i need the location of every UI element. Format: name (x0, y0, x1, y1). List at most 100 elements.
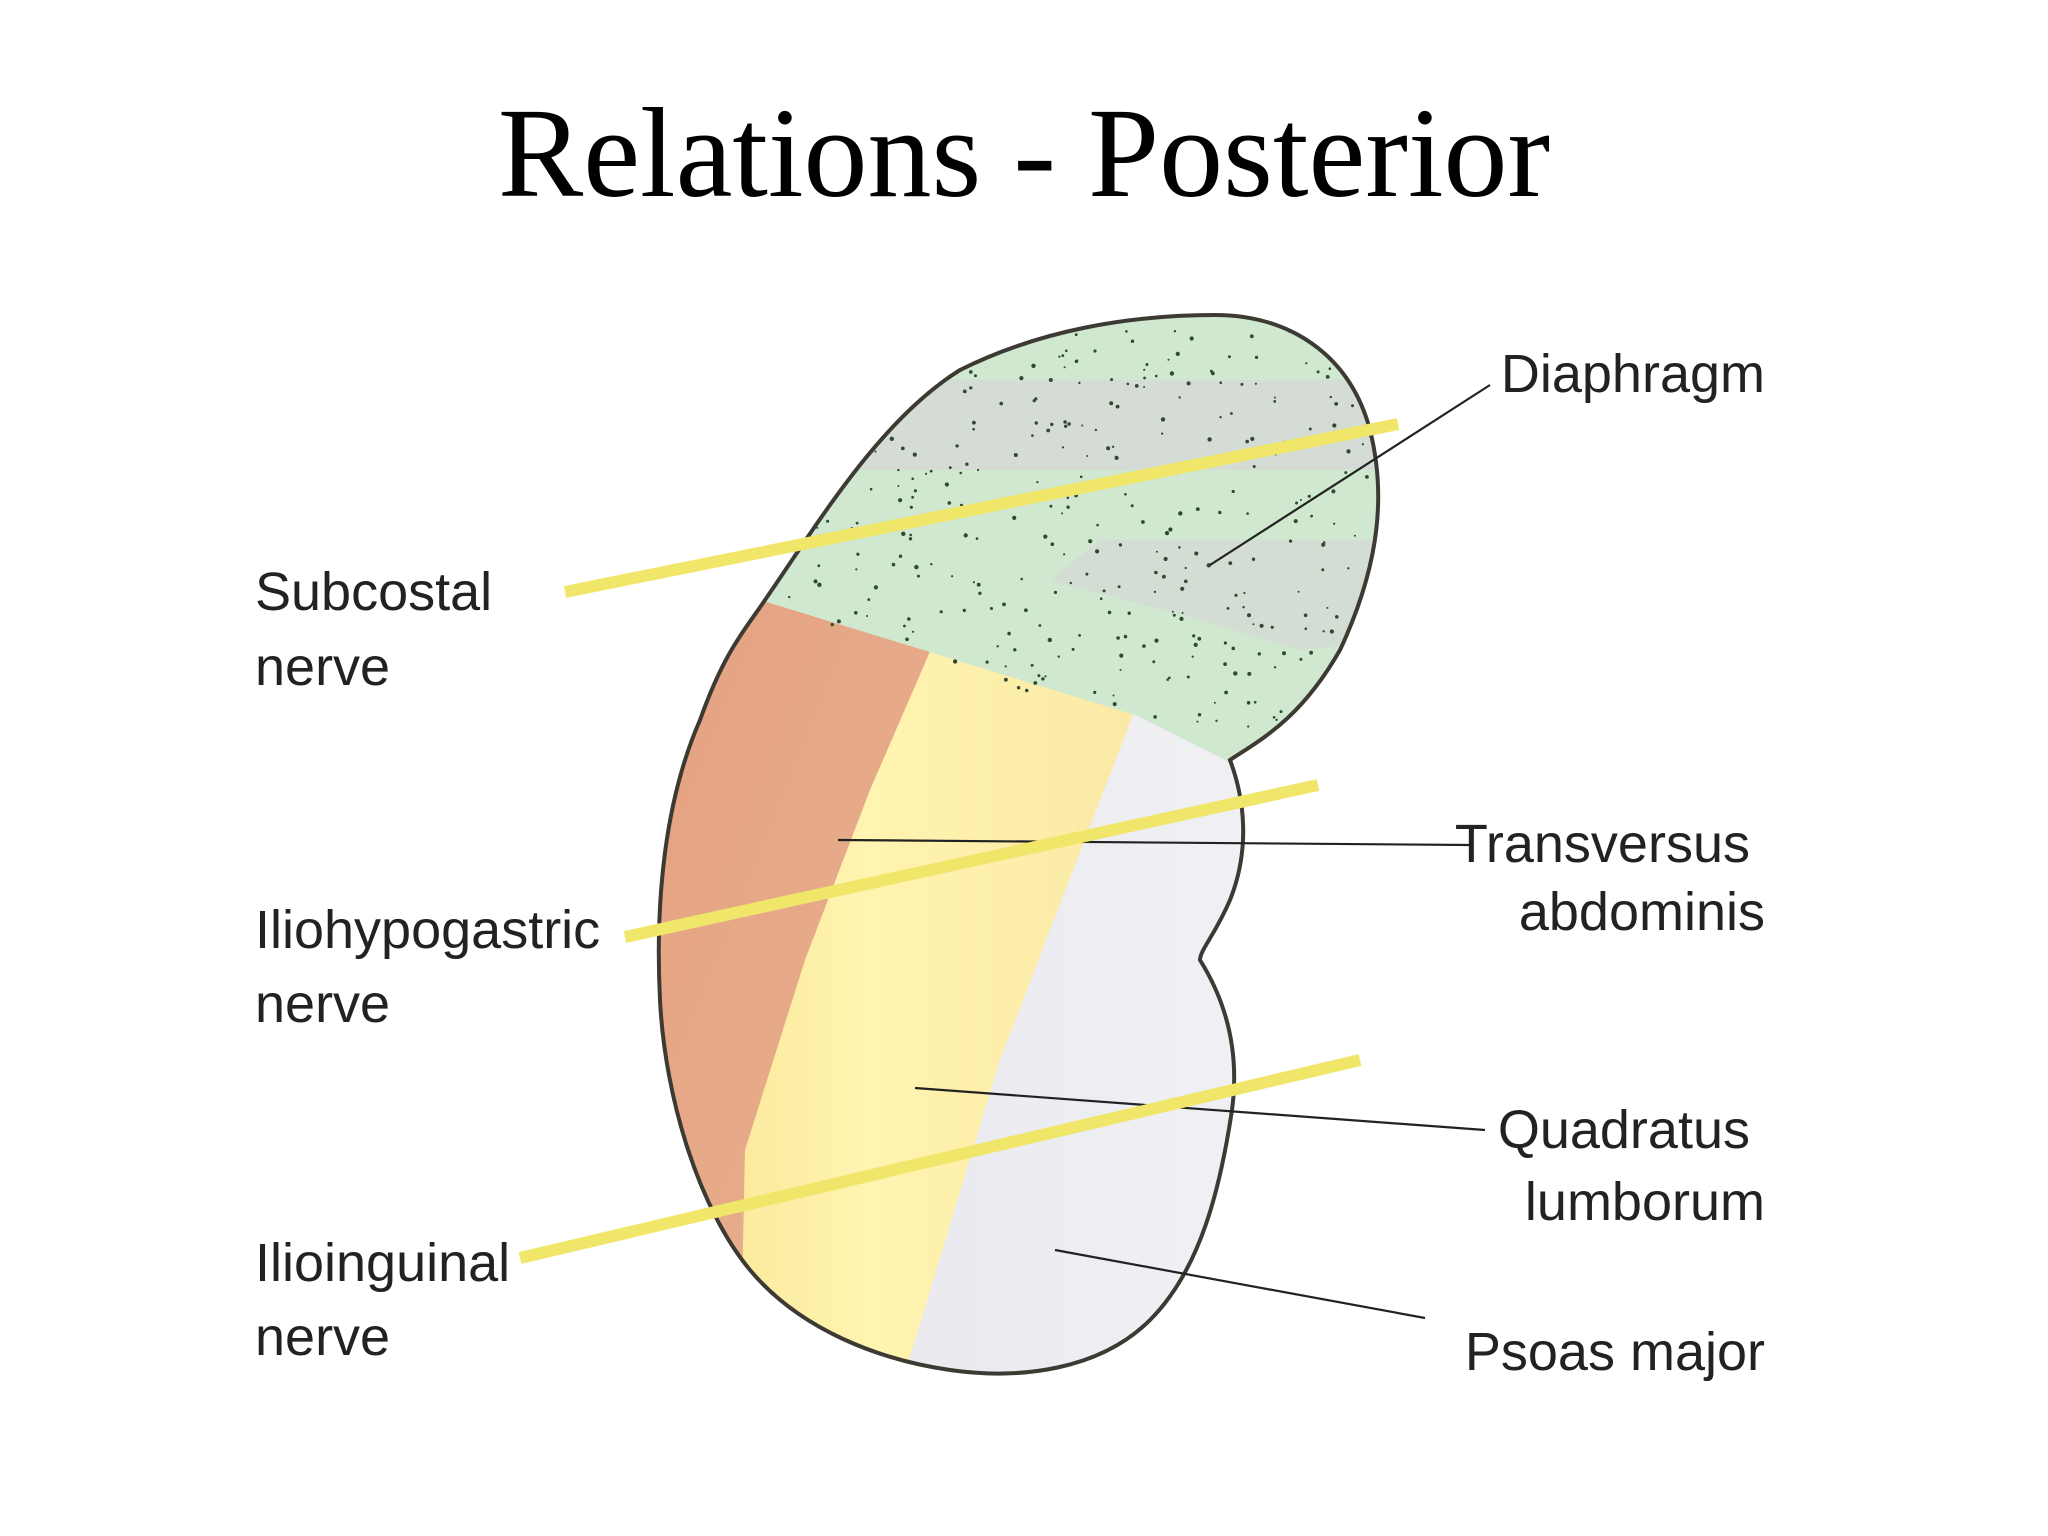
stipple-dot (1347, 567, 1350, 570)
stipple-dot (1218, 510, 1222, 515)
stipple-dot (1016, 686, 1021, 690)
stipple-dot (889, 436, 894, 441)
stipple-dot (974, 336, 978, 339)
stipple-dot (1145, 363, 1149, 366)
stipple-dot (1102, 589, 1106, 593)
stipple-dot (1350, 680, 1353, 683)
stipple-dot (868, 357, 871, 360)
stipple-dot (985, 660, 989, 664)
stipple-dot (826, 519, 830, 523)
stipple-dot (1358, 686, 1362, 689)
stipple-dot (1111, 445, 1115, 448)
stipple-dot (1279, 710, 1283, 714)
stipple-dot (1044, 675, 1047, 678)
stipple-dot (1013, 648, 1017, 652)
stipple-dot (1223, 641, 1227, 645)
stipple-dot (1179, 616, 1184, 622)
stipple-dot (1169, 371, 1175, 376)
stipple-dot (843, 394, 846, 397)
stipple-dot (914, 564, 919, 570)
stipple-dot (1041, 677, 1045, 681)
stipple-dot (1112, 694, 1115, 697)
stipple-dot (1195, 507, 1200, 511)
stipple-dot (1127, 611, 1131, 615)
stipple-dot (842, 418, 846, 421)
stipple-dot (1180, 586, 1185, 591)
stipple-dot (1094, 428, 1098, 432)
stipple-dot (898, 498, 903, 503)
stipple-dot (1333, 522, 1336, 525)
stipple-dot (1181, 611, 1184, 614)
stipple-dot (1184, 566, 1187, 570)
stipple-dot (1322, 630, 1325, 633)
stipple-dot (1002, 602, 1006, 607)
stipple-dot (817, 582, 822, 587)
stipple-dot (809, 336, 813, 340)
stipple-dot (912, 630, 915, 633)
stipple-dot (1118, 543, 1123, 547)
quadratus-lumborum-label: Quadratus lumborum (1498, 1100, 1765, 1232)
stipple-dot (1166, 678, 1169, 681)
diaphragm-label: Diaphragm (1501, 344, 1765, 404)
stipple-dot (773, 465, 777, 470)
stipple-dot (909, 533, 912, 537)
stipple-dot (1116, 636, 1120, 640)
stipple-dot (1050, 422, 1054, 427)
stipple-dot (1247, 725, 1250, 728)
stipple-dot (790, 469, 793, 473)
stipple-dot (1344, 471, 1348, 475)
stipple-dot (1178, 511, 1183, 516)
stipple-dot (1153, 715, 1157, 719)
stipple-dot (909, 395, 912, 398)
stipple-dot (1355, 370, 1359, 374)
stipple-dot (1061, 512, 1064, 515)
stipple-dot (1167, 358, 1170, 361)
stipple-dot (900, 446, 905, 451)
stipple-dot (1227, 355, 1231, 359)
stipple-dot (763, 406, 766, 409)
stipple-dot (1234, 593, 1238, 597)
stipple-dot (1115, 404, 1120, 409)
stipple-dot (768, 396, 772, 401)
stipple-dot (828, 460, 832, 463)
stipple-dot (1119, 653, 1124, 658)
subcostal-nerve (563, 418, 1400, 598)
stipple-dot (1141, 520, 1145, 524)
quadratus-leader-line (914, 1086, 1486, 1132)
stipple-dot (1004, 665, 1007, 668)
stipple-dot (1247, 613, 1251, 618)
stipple-dot (1130, 339, 1135, 343)
stipple-dot (1178, 396, 1181, 399)
stipple-dot (1297, 590, 1300, 593)
stipple-dot (1359, 376, 1363, 380)
stipple-dot (959, 471, 962, 475)
stipple-dot (1063, 553, 1066, 556)
stipple-dot (1364, 654, 1368, 658)
stipple-dot (1270, 625, 1274, 629)
stipple-dot (969, 386, 973, 390)
stipple-dot (1063, 366, 1066, 369)
stipple-dot (1172, 613, 1176, 617)
stipple-dot (1295, 501, 1299, 505)
stipple-dot (1033, 681, 1038, 685)
stipple-dot (1233, 671, 1238, 676)
stipple-dot (1354, 678, 1357, 681)
stipple-dot (1071, 647, 1075, 651)
stipple-dot (1323, 328, 1327, 333)
stipple-dot (1378, 334, 1379, 337)
stipple-dot (972, 420, 976, 425)
stipple-dot (1156, 550, 1158, 553)
stipple-dot (1310, 514, 1313, 518)
stipple-dot (1213, 701, 1216, 704)
stipple-dot (1345, 649, 1348, 653)
stipple-dot (811, 393, 815, 397)
stipple-dot (1007, 631, 1011, 636)
stipple-dot (855, 521, 859, 525)
stipple-dot (814, 347, 818, 351)
stipple-dot (912, 452, 917, 457)
stipple-dot (1065, 349, 1068, 353)
stipple-dot (1037, 674, 1041, 678)
stipple-dot (1305, 362, 1308, 365)
stipple-dot (1347, 329, 1351, 333)
stipple-dot (816, 526, 819, 529)
